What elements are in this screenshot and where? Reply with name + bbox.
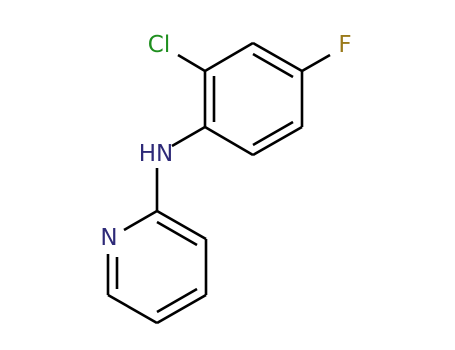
bond-c3-c4 — [252, 41, 303, 73]
bond-c6-c1 — [204, 125, 254, 157]
double-bond-c5-c6 — [252, 120, 294, 147]
bond-c8-c9 — [107, 293, 158, 325]
pyridine-ring — [106, 209, 208, 325]
double-bond-c7-c11 — [156, 220, 198, 247]
amine-nh-label: HN — [139, 141, 174, 167]
bond-c5-c6 — [252, 125, 303, 157]
pyridine-nitrogen-label: N — [100, 225, 117, 251]
bond-c11-c7 — [156, 209, 207, 241]
double-bond-c9-c10 — [156, 287, 198, 314]
bond-c9-c10 — [156, 293, 207, 325]
bond-c4-f — [301, 53, 331, 73]
fluorine-label: F — [338, 32, 351, 58]
bond-c2-c3 — [204, 41, 254, 73]
chlorine-label: Cl — [148, 32, 170, 58]
benzene-ring — [203, 41, 304, 157]
double-bond-c3-c4 — [252, 52, 294, 79]
bond-c7-n — [123, 209, 158, 232]
bond-c1-nh — [171, 125, 206, 148]
bond-c2-cl — [177, 53, 206, 73]
